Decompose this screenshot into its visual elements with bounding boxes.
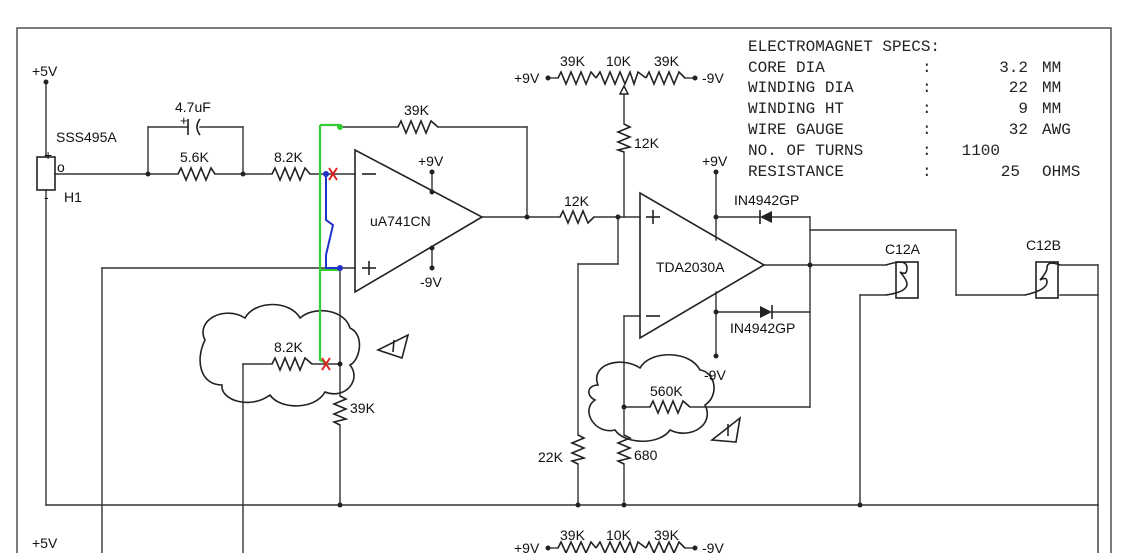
revision-cloud-right: [588, 353, 715, 442]
svg-text:WIRE GAUGE: WIRE GAUGE: [748, 121, 844, 139]
hand-modifications: [318, 123, 343, 371]
opamp1-vplus: +9V: [418, 153, 444, 169]
resistor-22k: [569, 434, 587, 465]
spec-row: WINDING HT : 9 MM: [748, 100, 1061, 118]
component-labels: +5V +5V SSS495A + o - H1 4.7uF + 5.6K 8.…: [32, 53, 1061, 553]
coil-c12b: [1024, 261, 1061, 299]
r-22k-label: 22K: [538, 449, 564, 465]
svg-text:25: 25: [1001, 163, 1020, 181]
spec-row: RESISTANCE : 25 OHMS: [748, 163, 1080, 181]
r-12k-vertical-label: 12K: [634, 135, 660, 151]
svg-text:9: 9: [1018, 100, 1028, 118]
r-560k-label: 560K: [650, 383, 683, 399]
svg-text:CORE DIA: CORE DIA: [748, 59, 825, 77]
resistor-560k: [649, 398, 691, 416]
potentiometer-bottom: [545, 539, 698, 553]
sensor-pin-minus: -: [44, 189, 49, 205]
revision-triangle-left: [375, 333, 410, 360]
pot-bottom-minus: -9V: [702, 540, 724, 553]
r-39k-feedback-label: 39K: [404, 102, 430, 118]
resistor-8k2-input: [271, 165, 311, 183]
coil-a-label: C12A: [885, 241, 921, 257]
r-12k-series-label: 12K: [564, 193, 590, 209]
r-8k2-input-label: 8.2K: [274, 149, 303, 165]
capacitor-4u7: [187, 118, 201, 136]
specs-title: ELECTROMAGNET SPECS:: [748, 38, 940, 56]
opamp2-vplus: +9V: [702, 153, 728, 169]
resistor-5k6: [177, 165, 216, 183]
page-border: [16, 27, 1112, 553]
spec-row: CORE DIA : 3.2 MM: [748, 59, 1061, 77]
svg-text:NO. OF TURNS: NO. OF TURNS: [748, 142, 863, 160]
pot-top-r3: 39K: [654, 53, 680, 69]
opamp2-vminus: -9V: [704, 367, 726, 383]
r-8k2-lower-label: 8.2K: [274, 339, 303, 355]
pot-top-r1: 39K: [560, 53, 586, 69]
svg-text:MM: MM: [1042, 79, 1061, 97]
resistor-39k-feedback: [397, 118, 439, 136]
r-5k6-label: 5.6K: [180, 149, 209, 165]
r-680-label: 680: [634, 447, 658, 463]
resistor-8k2-lower: [271, 355, 313, 373]
resistor-12k-vertical: [615, 123, 633, 153]
svg-text:32: 32: [1009, 121, 1028, 139]
pot-top-minus: -9V: [702, 70, 724, 86]
diode-bottom: [760, 305, 773, 319]
svg-text:MM: MM: [1042, 100, 1061, 118]
opamp-tda2030: [639, 191, 766, 340]
revision-cloud-left: [199, 303, 361, 407]
pot-bottom-plus: +9V: [514, 540, 540, 553]
cap-plus: +: [180, 113, 188, 128]
spec-row: NO. OF TURNS : 1100: [748, 142, 1000, 160]
pot-top-plus: +9V: [514, 70, 540, 86]
spec-row: WIRE GAUGE : 32 AWG: [748, 121, 1071, 139]
svg-text::: :: [922, 100, 932, 118]
r-39k-bias-label: 39K: [350, 400, 376, 416]
revision-triangle-right: [709, 416, 742, 443]
opamp-ua741: [354, 148, 484, 294]
sensor-name-label: H1: [64, 189, 82, 205]
pot-bottom-r2: 10K: [606, 527, 632, 543]
resistor-39k-bias: [331, 395, 349, 426]
svg-text::: :: [922, 163, 932, 181]
svg-text:22: 22: [1009, 79, 1028, 97]
junction-dots: [43, 79, 863, 508]
opamp1-label: uA741CN: [370, 213, 431, 229]
coil-b-label: C12B: [1026, 237, 1061, 253]
spec-row: WINDING DIA : 22 MM: [748, 79, 1061, 97]
diode-bottom-label: IN4942GP: [730, 320, 795, 336]
svg-text:MM: MM: [1042, 59, 1061, 77]
diode-top: [759, 210, 772, 224]
svg-text:3.2: 3.2: [999, 59, 1028, 77]
svg-text::: :: [922, 79, 932, 97]
potentiometer-top: [545, 69, 698, 95]
opamp2-label: TDA2030A: [656, 259, 725, 275]
cap-label: 4.7uF: [175, 99, 211, 115]
sensor-pin-o: o: [57, 159, 65, 175]
opamp1-vminus: -9V: [420, 274, 442, 290]
electromagnet-specs: ELECTROMAGNET SPECS: CORE DIA : 3.2 MM W…: [748, 38, 1080, 181]
svg-text::: :: [922, 121, 932, 139]
diode-top-label: IN4942GP: [734, 192, 799, 208]
svg-text:AWG: AWG: [1042, 121, 1071, 139]
wires: [45, 77, 1099, 553]
pot-bottom-r3: 39K: [654, 527, 680, 543]
sensor-part-label: SSS495A: [56, 129, 117, 145]
pot-top-r2: 10K: [606, 53, 632, 69]
svg-text:RESISTANCE: RESISTANCE: [748, 163, 844, 181]
svg-text::: :: [922, 142, 932, 160]
svg-text::: :: [922, 59, 932, 77]
resistor-12k-series: [559, 208, 595, 226]
pot-bottom-r1: 39K: [560, 527, 586, 543]
hall-sensor: [36, 156, 56, 191]
svg-text:OHMS: OHMS: [1042, 163, 1080, 181]
coil-c12a: [885, 261, 919, 299]
sensor-pin-plus: +: [44, 147, 52, 163]
plus5v-bottom-label: +5V: [32, 535, 58, 551]
plus5v-top-label: +5V: [32, 63, 58, 79]
svg-text:1100: 1100: [962, 142, 1000, 160]
svg-text:WINDING DIA: WINDING DIA: [748, 79, 854, 97]
svg-text:WINDING HT: WINDING HT: [748, 100, 844, 118]
